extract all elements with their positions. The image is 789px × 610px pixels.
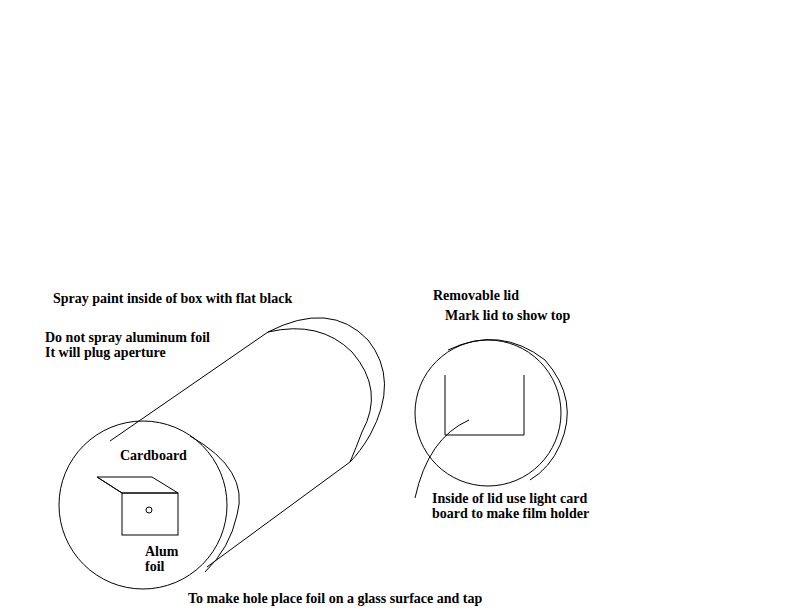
back-rim-outer bbox=[268, 318, 385, 462]
tube-bottom-line bbox=[207, 462, 350, 567]
pinhole-aperture bbox=[146, 507, 152, 513]
note-label: Do not spray aluminum foil It will plug … bbox=[45, 330, 217, 360]
note-label: Removable lid bbox=[433, 288, 519, 303]
cardboard-top bbox=[97, 477, 178, 493]
note-label: Inside of lid use light card board to ma… bbox=[432, 491, 600, 521]
note-label: Cardboard bbox=[120, 448, 187, 463]
cardboard-edge bbox=[97, 477, 122, 493]
front-end-circle bbox=[59, 421, 227, 589]
note-label: Alum foil bbox=[145, 544, 187, 574]
front-rim-arc bbox=[190, 436, 239, 572]
lid-circle bbox=[415, 340, 561, 486]
lid-rim-arc bbox=[448, 340, 567, 480]
back-rim-inner bbox=[268, 329, 371, 462]
cardboard-front bbox=[122, 493, 178, 535]
note-label: Mark lid to show top bbox=[445, 308, 570, 323]
leader-line bbox=[415, 420, 469, 498]
film-holder bbox=[445, 375, 524, 435]
note-label: To make hole place foil on a glass surfa… bbox=[188, 591, 482, 606]
note-label: Spray paint inside of box with flat blac… bbox=[53, 291, 292, 306]
